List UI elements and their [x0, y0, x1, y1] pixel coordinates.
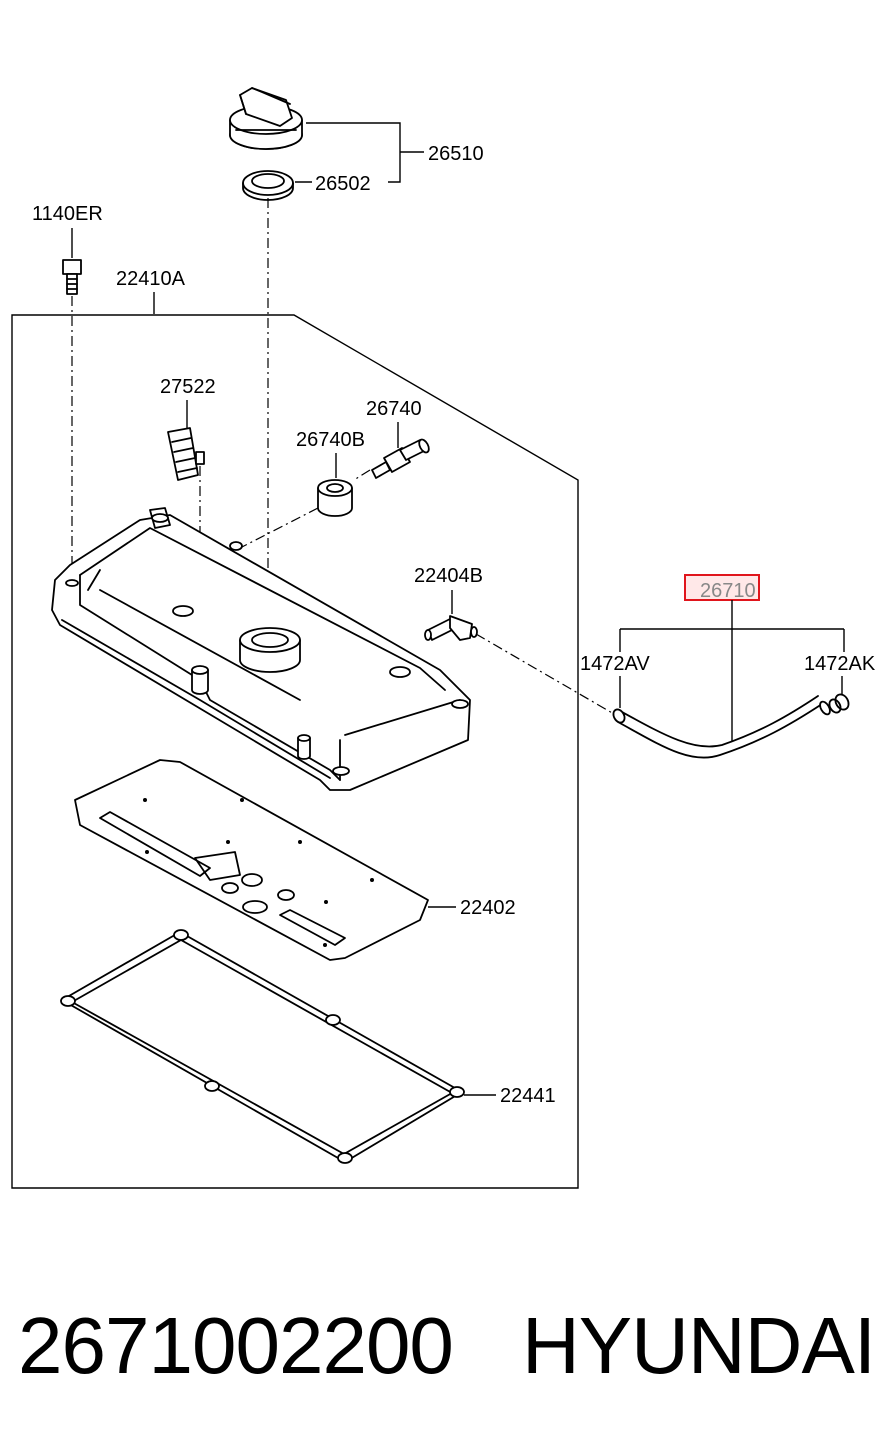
- harness-clip[interactable]: [167, 427, 205, 481]
- label-1140ER: 1140ER: [32, 203, 103, 225]
- label-26510: 26510: [428, 143, 484, 165]
- label-22410A: 22410A: [116, 268, 186, 290]
- breather-elbow[interactable]: [424, 615, 478, 641]
- pcv-grommet[interactable]: [317, 479, 353, 517]
- label-1472AK: 1472AK: [804, 653, 876, 675]
- label-26710[interactable]: 26710: [700, 580, 756, 602]
- assembly-frame: [11, 314, 579, 1189]
- label-26502: 26502: [315, 173, 371, 195]
- label-27522: 27522: [160, 376, 216, 398]
- rocker-cover[interactable]: [51, 507, 471, 791]
- label-22404B: 22404B: [414, 565, 483, 587]
- pcv-valve[interactable]: [371, 438, 431, 479]
- label-22402: 22402: [460, 897, 516, 919]
- oil-filler-cap[interactable]: [229, 87, 303, 150]
- cap-seal-ring[interactable]: [242, 170, 294, 201]
- label-22441: 22441: [500, 1085, 556, 1107]
- bolt[interactable]: [62, 259, 82, 295]
- label-26740B: 26740B: [296, 429, 365, 451]
- label-26740: 26740: [366, 398, 422, 420]
- label-1472AV: 1472AV: [580, 653, 650, 675]
- breather-hose[interactable]: [617, 695, 832, 759]
- hose-clamp-right[interactable]: [827, 692, 851, 714]
- part-number: 2671002200: [18, 1301, 454, 1390]
- baffle-plate[interactable]: [74, 759, 429, 961]
- brand-name: HYUNDAI: [522, 1301, 876, 1390]
- highlight-box: [684, 574, 760, 601]
- hose-clamp-left[interactable]: [611, 707, 627, 724]
- rocker-cover-gasket[interactable]: [60, 929, 465, 1164]
